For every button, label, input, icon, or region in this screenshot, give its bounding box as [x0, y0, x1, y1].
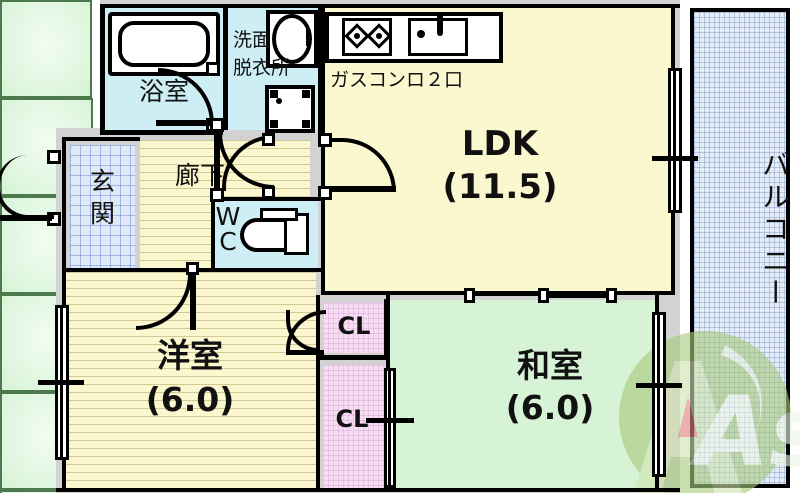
toilet-lid-icon [260, 208, 298, 221]
window-ldk-balcony-cross [652, 156, 698, 161]
sink-faucet [437, 14, 443, 36]
room-closet-upper [323, 303, 385, 353]
closet-lower-slide-cross [366, 418, 414, 423]
sink-drain [417, 30, 425, 38]
window-ldk-balcony-mullion [673, 68, 676, 213]
washer-corner-br [302, 120, 310, 128]
wall-line-closet-divider [320, 355, 388, 360]
wall-line-ldk-left [321, 4, 325, 294]
washer-corner-bl [270, 120, 278, 128]
fusuma-jamb-left[interactable] [464, 288, 475, 303]
wall-line-top [100, 4, 680, 8]
wall-line-wc-top [211, 197, 321, 201]
room-closet-lower [323, 365, 385, 488]
wc-door-jamb-top[interactable] [262, 133, 275, 146]
washroom-door-jamb-bottom[interactable] [210, 188, 224, 202]
closet-upper-door-leaf[interactable] [286, 350, 324, 355]
room-genkan [70, 145, 135, 270]
room-washitsu [390, 300, 655, 488]
wall-line-genkan-top [62, 137, 140, 141]
fusuma-track-left[interactable] [474, 292, 540, 296]
closet-lower-slide-mullion [388, 368, 391, 488]
yoshitsu-door-leaf[interactable] [190, 274, 196, 330]
washroom-door-jamb-top[interactable] [210, 118, 224, 132]
washer-corner-tr [302, 90, 310, 98]
toilet-bowl-icon [240, 218, 292, 252]
room-balcony [690, 8, 790, 488]
fusuma-track-right[interactable] [548, 294, 608, 298]
wall-line-bath-left [100, 4, 105, 135]
bathtub-inner [118, 21, 210, 67]
burner-right-core [376, 33, 382, 39]
burner-left-core [354, 33, 360, 39]
wall-line-washroom-right [318, 8, 323, 133]
entrance-door-swing-arc [0, 155, 54, 219]
wall-line-genkan-left [62, 141, 66, 272]
ldk-door-jamb-bottom[interactable] [318, 186, 332, 200]
window-washitsu-balcony-cross [636, 383, 682, 388]
wall-line-bath-bottom [105, 130, 223, 135]
tatami-mat-1 [0, 0, 92, 98]
window-yoshitsu-left-cross [38, 380, 84, 385]
yoshitsu-door-jamb[interactable] [186, 262, 199, 275]
washer-corner-tl [270, 90, 278, 98]
wc-door-jamb-bottom[interactable] [262, 186, 275, 199]
wall-line-yoshitsu-right [316, 295, 320, 492]
vanity-faucet [306, 30, 311, 46]
wall-line-bath-right [223, 8, 228, 130]
gas-stove-2burner-icon [342, 18, 392, 56]
bath-door-jamb-top[interactable] [206, 62, 220, 76]
washer-drain [276, 98, 282, 104]
wall-line-bottom [56, 488, 680, 492]
wall-line-wc-left [211, 197, 215, 272]
washroom-door-leaf[interactable] [214, 133, 220, 189]
window-washitsu-balcony-mullion [657, 312, 660, 477]
